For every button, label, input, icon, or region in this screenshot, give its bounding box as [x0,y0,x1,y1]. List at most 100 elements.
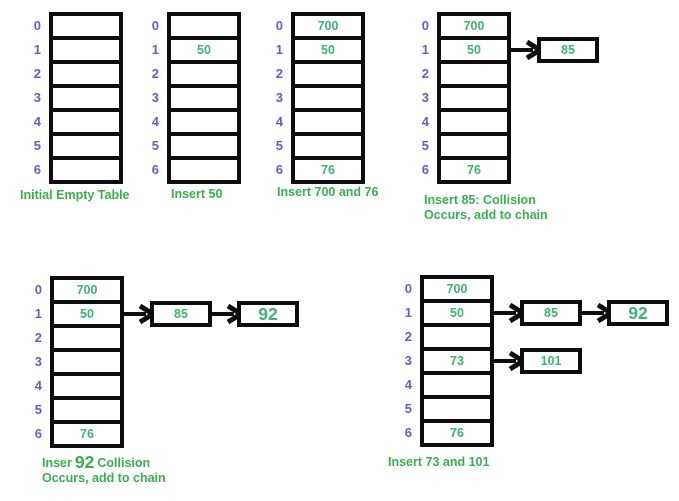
index-label: 2 [33,66,41,81]
index-label: 6 [404,425,412,440]
index-label: 3 [151,90,159,105]
index-label: 1 [33,42,41,57]
cell-value: 73 [450,354,464,368]
index-label: 6 [34,426,42,441]
diagram-caption: Insert 50 [171,187,222,202]
index-label: 1 [34,306,42,321]
chain-node: 92 [237,301,299,327]
cell-value: 50 [467,43,481,57]
caption-text: Insert 50 [171,187,223,201]
diagram-caption: Insert 73 and 101 [388,455,489,470]
index-label: 0 [33,18,41,33]
table-cell [49,132,123,160]
cell-value: 700 [76,283,98,297]
index-label: 5 [421,138,429,153]
index-label: 2 [34,330,42,345]
index-label: 5 [34,402,42,417]
cell-value: 700 [317,19,339,33]
cell-value: 76 [80,427,94,441]
index-label: 1 [421,42,429,57]
index-label: 6 [275,162,283,177]
index-label: 0 [34,282,42,297]
cell-value: 700 [446,282,468,296]
index-label: 4 [151,114,159,129]
caption-line: Occurs, add to chain [424,208,548,223]
index-label: 4 [421,114,429,129]
caption-line: Insert 700 and 76 [277,185,378,200]
index-label: 0 [275,18,283,33]
table-cell [167,12,241,40]
index-label: 1 [275,42,283,57]
chain-node-value: 85 [561,43,575,57]
table-cell [420,371,494,399]
chain-node: 85 [150,301,212,327]
caption-line: Initial Empty Table [20,188,130,203]
index-label: 0 [151,18,159,33]
chain-node-value: 92 [628,302,648,323]
cell-value: 50 [80,307,94,321]
caption-line: Insert 85: Collision [424,193,548,208]
table-cell: 50 [437,36,511,64]
index-label: 3 [34,354,42,369]
table-cell: 76 [291,156,365,184]
chain-node-value: 92 [258,303,278,324]
table-cell [291,60,365,88]
cell-value: 76 [321,163,335,177]
caption-text: Insert 85: Collision [424,193,536,207]
index-label: 0 [421,18,429,33]
diagram-caption: Initial Empty Table [20,188,130,203]
chain-node-value: 101 [540,354,562,368]
chain-node-value: 85 [544,306,558,320]
caption-line: Insert 73 and 101 [388,455,489,470]
chain-node-value: 85 [174,307,188,321]
index-label: 5 [33,138,41,153]
table-cell: 700 [50,276,124,304]
table-cell [50,324,124,352]
caption-line: Insert 50 [171,187,222,202]
cell-value: 700 [463,19,485,33]
index-label: 5 [275,138,283,153]
table-cell [291,108,365,136]
diagram-caption: Insert 700 and 76 [277,185,378,200]
index-label: 4 [404,377,412,392]
index-label: 3 [421,90,429,105]
cell-value: 50 [321,43,335,57]
cell-value: 50 [197,43,211,57]
index-label: 4 [33,114,41,129]
caption-line: Occurs, add to chain [42,471,166,486]
index-label: 1 [151,42,159,57]
table-cell: 76 [437,156,511,184]
chain-node: 85 [520,300,582,326]
index-label: 5 [151,138,159,153]
caption-text: Occurs, add to chain [424,208,548,222]
caption-text: Insert 73 and 101 [388,455,490,469]
index-label: 4 [275,114,283,129]
chain-node: 101 [520,348,582,374]
index-label: 3 [275,90,283,105]
table-cell [167,84,241,112]
index-label: 3 [404,353,412,368]
index-label: 2 [275,66,283,81]
index-label: 2 [421,66,429,81]
cell-value: 76 [467,163,481,177]
index-label: 2 [151,66,159,81]
table-cell [49,156,123,184]
index-label: 6 [151,162,159,177]
index-label: 1 [404,305,412,320]
index-label: 6 [33,162,41,177]
index-label: 4 [34,378,42,393]
index-label: 5 [404,401,412,416]
table-cell [49,84,123,112]
chain-node: 85 [537,37,599,63]
chain-node: 92 [607,300,669,326]
caption-text: Collision [97,456,151,470]
caption-text: Initial Empty Table [20,188,130,202]
cell-value: 76 [450,426,464,440]
caption-text: 92 [74,452,95,472]
index-label: 0 [404,281,412,296]
index-label: 3 [33,90,41,105]
